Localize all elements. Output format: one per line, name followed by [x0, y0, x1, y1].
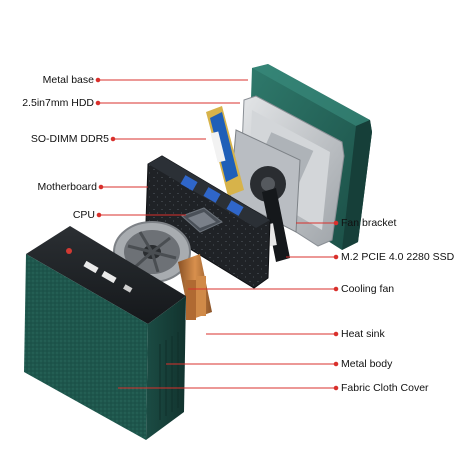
label-cooling-fan: Cooling fan — [341, 283, 395, 295]
ram-module-part — [206, 106, 244, 196]
left-leader-lines — [95, 77, 248, 218]
label-cpu: CPU — [72, 209, 95, 221]
label-hdd: 2.5in7mm HDD — [22, 97, 94, 109]
label-fabric-cover: Fabric Cloth Cover — [341, 382, 429, 394]
label-metal-base: Metal base — [42, 74, 94, 86]
label-heat-sink: Heat sink — [341, 328, 385, 340]
label-fan-bracket: Fan bracket — [341, 217, 397, 229]
cpu-part — [181, 207, 223, 233]
label-ssd: M.2 PCIE 4.0 2280 SSD — [341, 251, 455, 263]
heat-sink-part — [178, 254, 212, 320]
right-leader-lines — [118, 220, 339, 391]
label-motherboard: Motherboard — [37, 181, 97, 193]
metal-body-part — [24, 226, 186, 440]
label-metal-body: Metal body — [341, 358, 393, 370]
label-ram: SO-DIMM DDR5 — [30, 133, 109, 145]
